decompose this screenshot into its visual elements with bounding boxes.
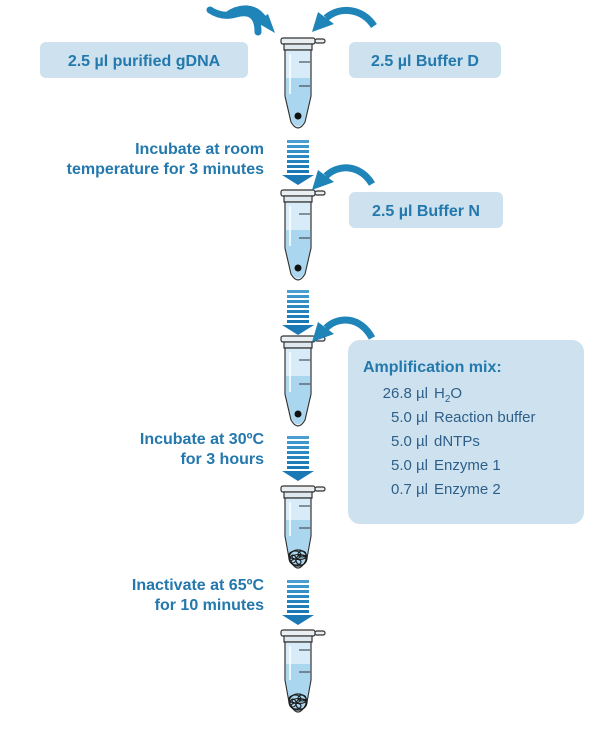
microcentrifuge-tube-icon xyxy=(280,189,326,281)
step3-line2: for 10 minutes xyxy=(155,597,264,614)
step2-line2: for 3 hours xyxy=(180,451,264,468)
dashed-down-arrow-icon xyxy=(282,290,314,335)
amplification-mix-title: Amplification mix: xyxy=(363,359,502,376)
curved-arrow-icon xyxy=(312,12,334,32)
gdna-label-box xyxy=(40,42,248,78)
microcentrifuge-tube-icon xyxy=(280,485,326,569)
mix-item-amount: 26.8 µl xyxy=(383,385,428,402)
microcentrifuge-tube-icon xyxy=(280,629,326,713)
mix-item-name: Reaction buffer xyxy=(434,409,535,426)
mix-item-name: Enzyme 2 xyxy=(434,481,501,498)
curved-arrow-icon xyxy=(223,5,268,23)
curved-arrow-icon xyxy=(323,7,377,29)
microcentrifuge-tube-icon xyxy=(280,335,326,427)
microcentrifuge-tube-icon xyxy=(280,37,326,129)
step2-line1: Incubate at 30ºC xyxy=(140,431,265,448)
gdna-label: 2.5 µl purified gDNA xyxy=(68,53,221,70)
dashed-down-arrow-icon xyxy=(282,436,314,481)
curved-arrow-icon xyxy=(312,322,334,342)
dashed-down-arrow-icon xyxy=(282,140,314,185)
step1-line2: temperature for 3 minutes xyxy=(67,161,264,178)
curved-arrow-icon xyxy=(323,164,375,187)
buffer-d-label-box xyxy=(349,42,501,78)
amplification-mix-list: 26.8 µl H2O 5.0 µl Reaction buffer 5.0 µl dNT… xyxy=(383,385,536,498)
buffer-n-label: 2.5 µl Buffer N xyxy=(372,203,480,220)
curved-arrow-icon xyxy=(256,14,275,33)
curved-arrow-icon xyxy=(323,316,376,340)
mix-item-name: Enzyme 1 xyxy=(434,457,501,474)
mix-item-amount: 5.0 µl xyxy=(391,433,428,450)
buffer-d-label: 2.5 µl Buffer D xyxy=(371,53,479,70)
dashed-down-arrow-icon xyxy=(282,580,314,625)
mix-item-name: H2O xyxy=(434,385,462,405)
curved-arrow-icon xyxy=(312,170,334,190)
mix-item-amount: 5.0 µl xyxy=(391,409,428,426)
mix-item-name: dNTPs xyxy=(434,433,480,450)
step3-line1: Inactivate at 65ºC xyxy=(132,577,265,594)
amplification-mix-box xyxy=(348,340,584,524)
step1-line1: Incubate at room xyxy=(135,141,264,158)
mix-item-amount: 5.0 µl xyxy=(391,457,428,474)
buffer-n-label-box xyxy=(349,192,503,228)
mix-item-amount: 0.7 µl xyxy=(391,481,428,498)
